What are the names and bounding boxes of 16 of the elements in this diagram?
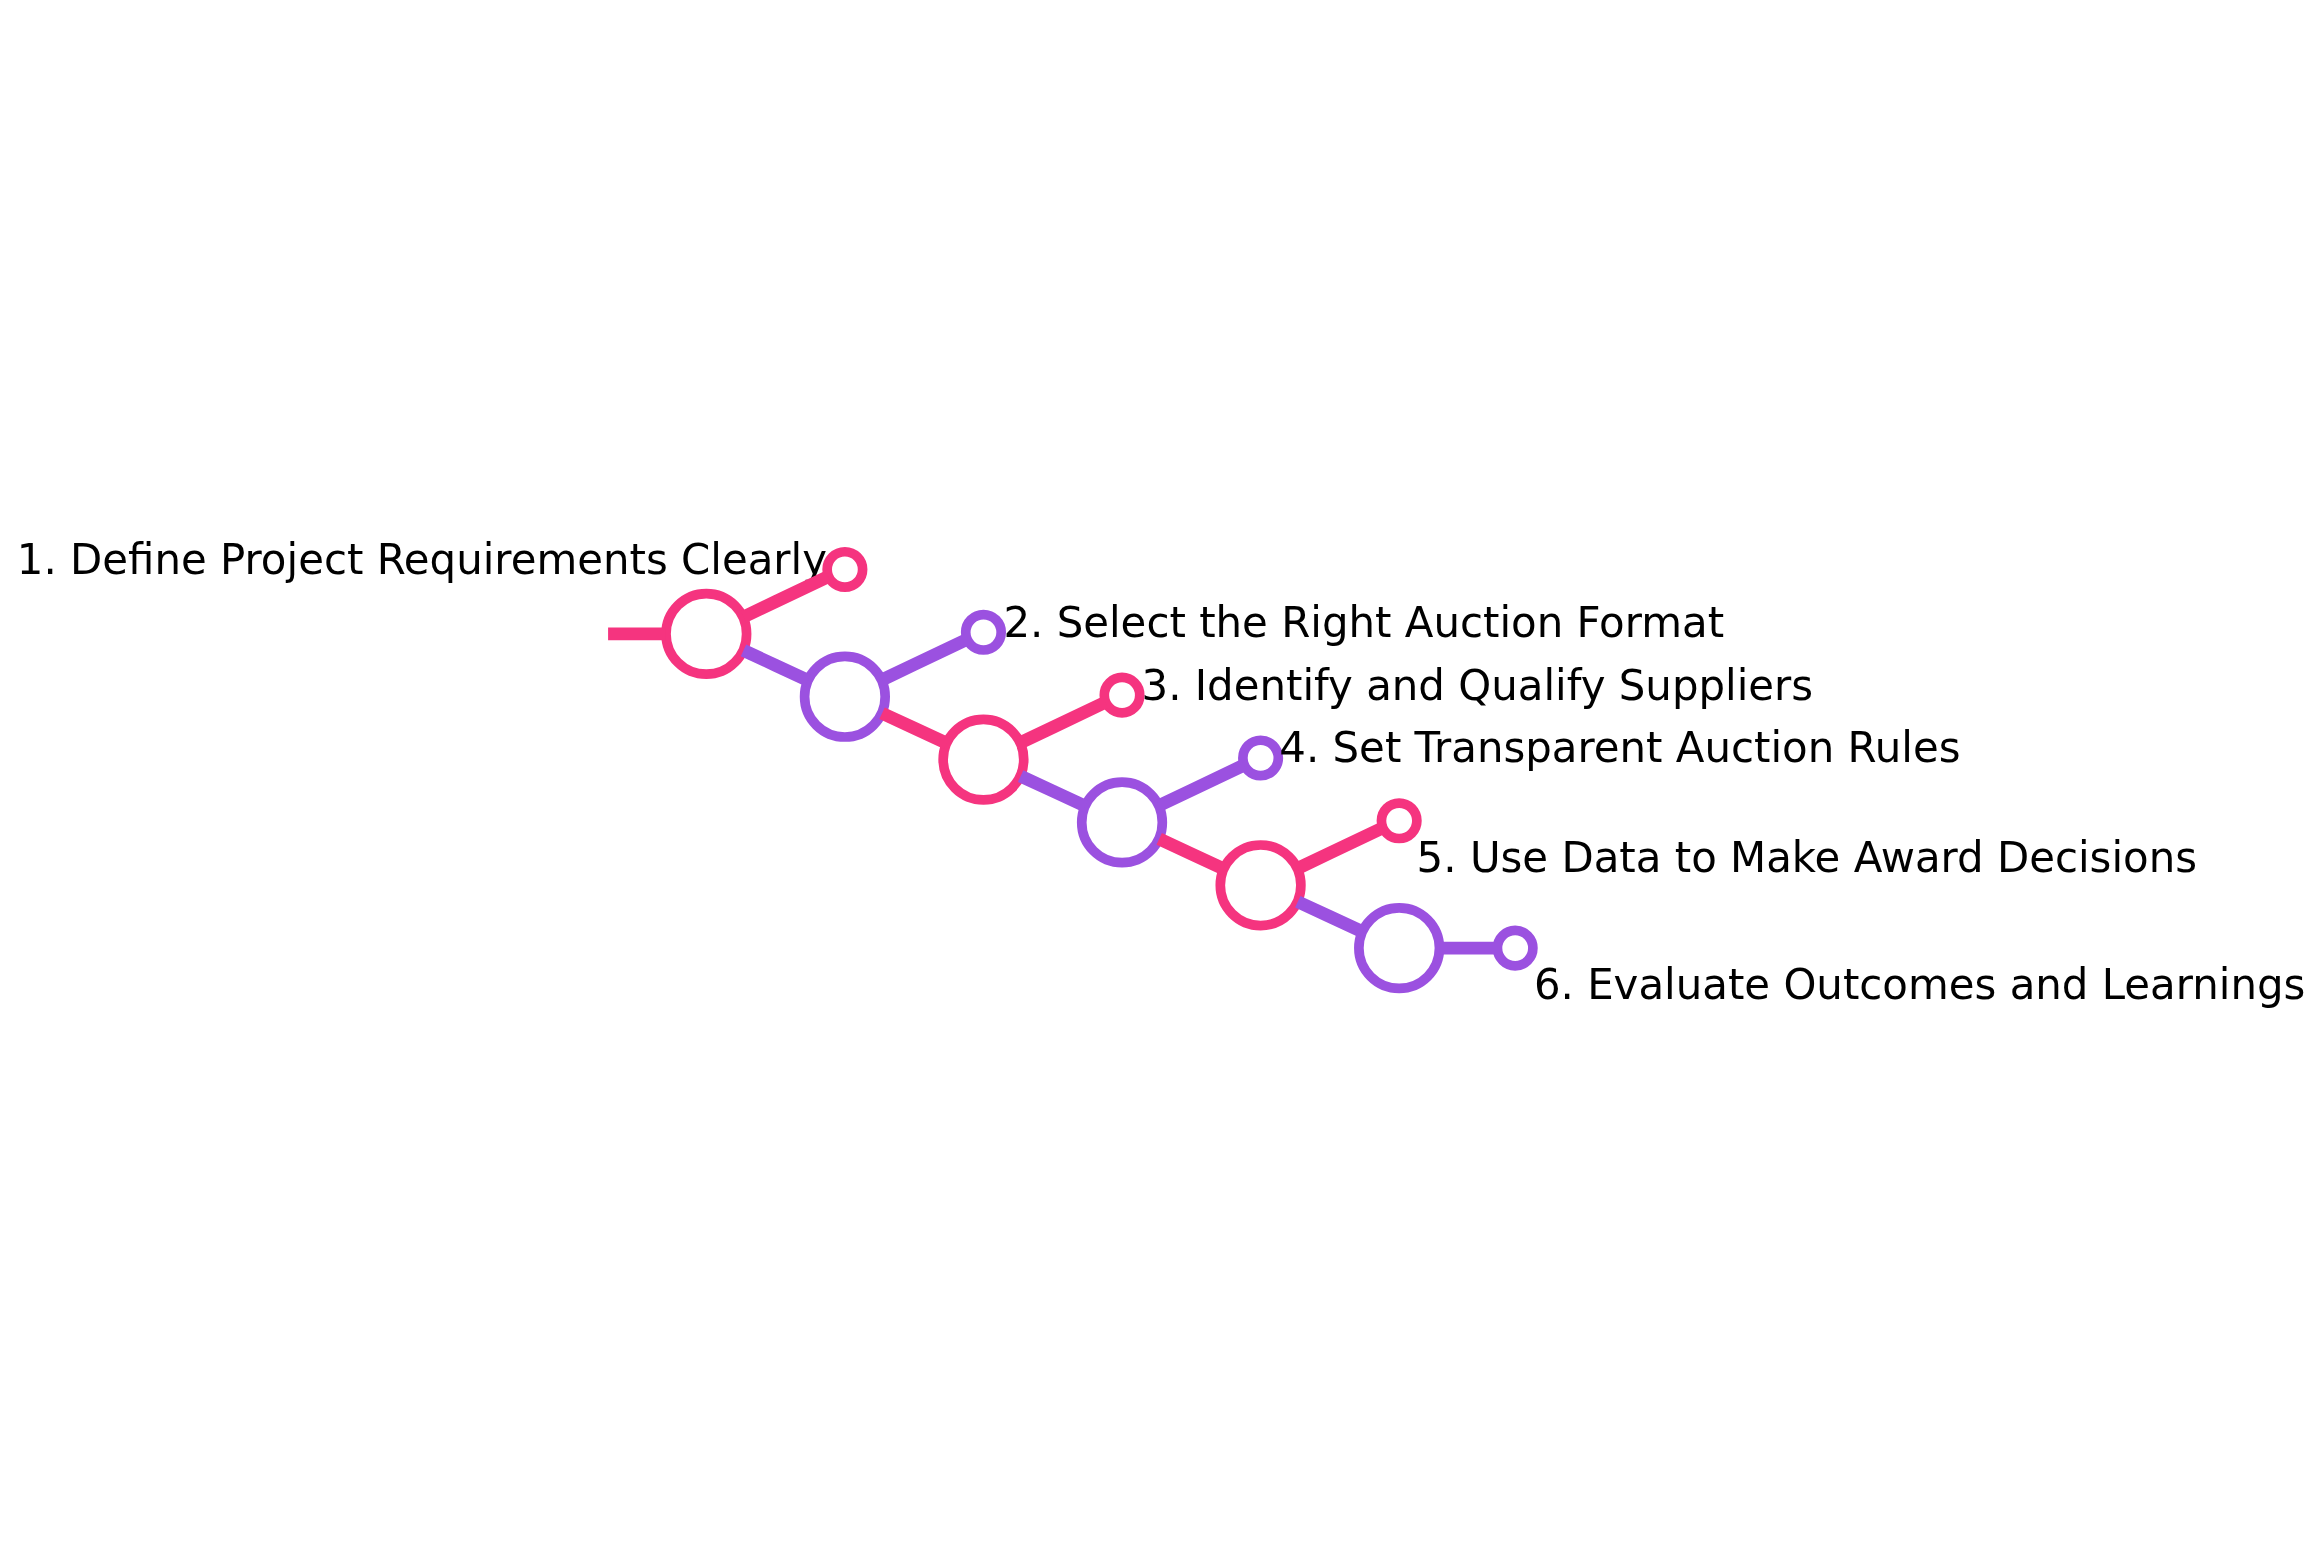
node-label: 1. Define Project Requirements Clearly <box>16 534 828 584</box>
node-label: 2. Select the Right Auction Format <box>1003 597 1725 647</box>
node-circle <box>1354 902 1445 993</box>
node-circle <box>938 713 1029 805</box>
node-circle <box>1099 672 1145 718</box>
node-circle <box>1076 776 1168 868</box>
node-circle <box>960 609 1006 655</box>
node-label: 4. Set Transparent Auction Rules <box>1279 722 1961 772</box>
node-label: 3. Identify and Qualify Suppliers <box>1141 660 1814 710</box>
node-label: 5. Use Data to Make Award Decisions <box>1416 832 2198 882</box>
node-circle <box>1376 797 1422 843</box>
node-circle <box>799 651 890 742</box>
node-label: 6. Evaluate Outcomes and Learnings <box>1533 959 2306 1009</box>
node-circle <box>661 588 752 679</box>
node-circle <box>1215 839 1306 930</box>
node-circle <box>1492 925 1538 971</box>
